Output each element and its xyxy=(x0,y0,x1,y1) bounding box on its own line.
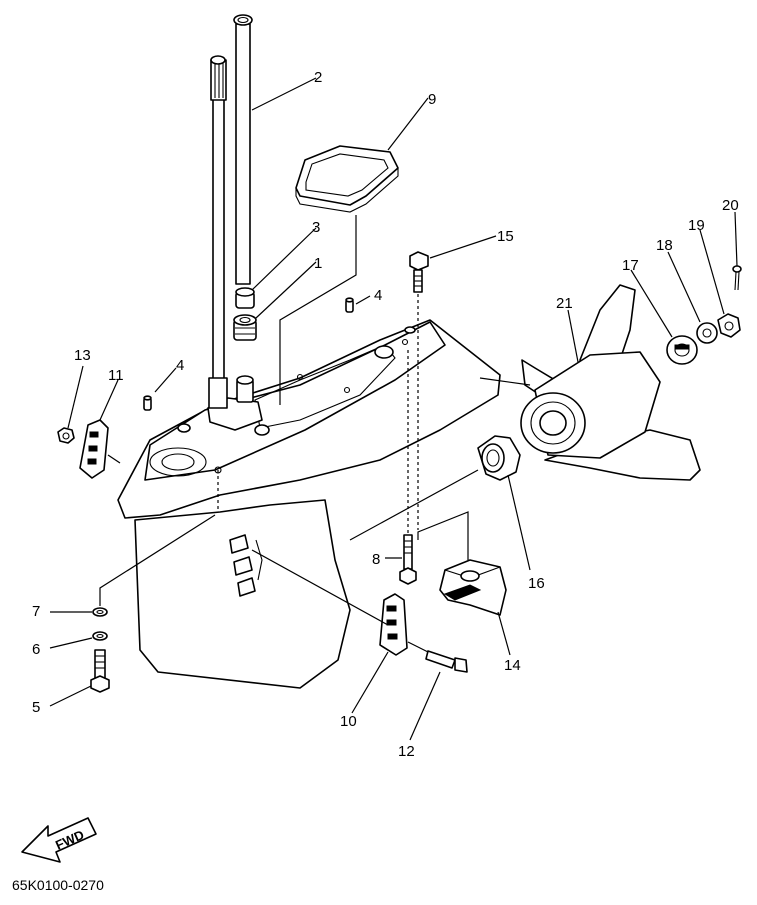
callout-16: 16 xyxy=(528,575,545,592)
part-13-nut xyxy=(57,427,75,444)
callout-3: 3 xyxy=(312,219,320,236)
part-10-anode xyxy=(379,593,408,656)
part-9-gasket xyxy=(295,145,399,213)
part-11-anode xyxy=(79,419,109,479)
callout-9: 9 xyxy=(428,91,436,108)
diagram-code: 65K0100-0270 xyxy=(12,877,104,893)
part-2-tube xyxy=(233,14,253,285)
callout-15: 15 xyxy=(497,228,514,245)
callout-19: 19 xyxy=(688,217,705,234)
callout-4-left: 4 xyxy=(176,357,184,374)
callout-11: 11 xyxy=(108,367,124,384)
part-3-grommet xyxy=(235,287,255,309)
tube-seat xyxy=(236,375,254,403)
drive-shaft xyxy=(208,55,228,409)
fwd-arrow-icon: FWD xyxy=(21,817,97,863)
part-21-propeller xyxy=(520,284,701,481)
part-12-bolt xyxy=(425,650,468,673)
part-19-nut xyxy=(717,313,741,338)
callout-14: 14 xyxy=(504,657,521,674)
part-1-grommet xyxy=(233,314,257,341)
callout-6: 6 xyxy=(32,641,40,658)
leader-lines xyxy=(49,77,738,741)
callout-8: 8 xyxy=(372,551,380,568)
part-20-cotter-pin xyxy=(732,265,742,291)
callout-12: 12 xyxy=(398,743,415,760)
part-6-lockwasher xyxy=(92,631,108,641)
dashed-guides xyxy=(217,294,419,533)
callout-18: 18 xyxy=(656,237,673,254)
part-8-bolt xyxy=(399,534,417,585)
callout-5: 5 xyxy=(32,699,40,716)
callout-labels: 2 9 3 1 4 4 13 11 15 21 17 18 19 20 16 1… xyxy=(32,69,739,760)
part-4-pin-left xyxy=(143,395,152,411)
callout-4-right: 4 xyxy=(374,287,382,304)
part-15-bolt xyxy=(409,251,429,293)
callout-2: 2 xyxy=(314,69,322,86)
part-7-washer xyxy=(92,607,108,617)
lower-casing xyxy=(117,319,501,689)
part-14-trim-tab xyxy=(439,559,507,616)
callout-7: 7 xyxy=(32,603,40,620)
callout-20: 20 xyxy=(722,197,739,214)
callout-21: 21 xyxy=(556,295,573,312)
callout-1: 1 xyxy=(314,255,322,272)
part-18-washer xyxy=(696,322,718,344)
callout-10: 10 xyxy=(340,713,357,730)
part-4-pin-right xyxy=(345,297,354,313)
callout-13: 13 xyxy=(74,347,91,364)
part-17-spacer xyxy=(666,335,698,365)
part-16-hub xyxy=(477,435,521,481)
part-5-bolt xyxy=(90,649,110,693)
callout-17: 17 xyxy=(622,257,639,274)
